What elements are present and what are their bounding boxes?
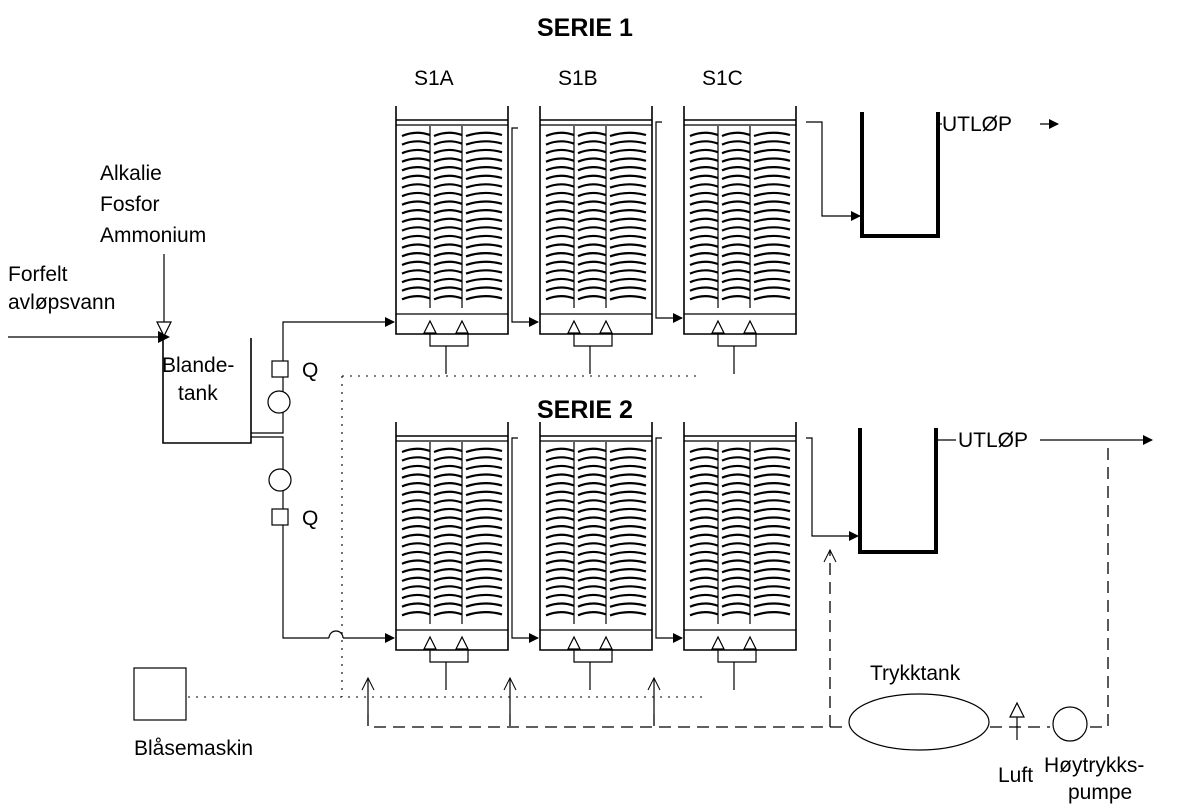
air-inlet-arrow: [1009, 701, 1025, 718]
inlet: Forfelt avløpsvann: [8, 263, 170, 343]
pressure-air-system: Trykktank Luft Høytrykks- pumpe: [361, 446, 1144, 804]
chemicals-line2: Fosfor: [100, 193, 160, 216]
pump-2: [268, 468, 292, 492]
transfer-pipes: [511, 121, 861, 643]
high-pressure-pump-line2: pumpe: [1068, 781, 1132, 804]
flow-meter-label-1: Q: [302, 359, 318, 382]
reactor-1b: [539, 106, 653, 374]
inlet-label-line2: avløpsvann: [8, 291, 115, 314]
flow-meter-box-2: [271, 508, 289, 526]
air-label: Luft: [998, 764, 1033, 787]
reactor-2c: [683, 422, 797, 690]
feed-piping: Q Q: [251, 317, 395, 643]
high-pressure-pump: [1052, 706, 1088, 742]
series-1-title: SERIE 1: [537, 14, 633, 42]
flow-meter-box-1: [271, 360, 289, 378]
pressure-tank: [848, 693, 990, 751]
inlet-label-line1: Forfelt: [8, 263, 68, 286]
chemicals-line3: Ammonium: [100, 224, 206, 247]
pump-1: [267, 390, 291, 414]
pressure-tank-label: Trykktank: [870, 662, 961, 685]
flow-meter-label-2: Q: [302, 507, 318, 530]
reactor-label-s1b: S1B: [558, 67, 598, 90]
reactor-2a: [395, 422, 509, 690]
dosing-arrow: [156, 321, 172, 338]
chemical-dosing: Alkalie Fosfor Ammonium: [100, 162, 206, 338]
reactor-label-s1c: S1C: [702, 67, 743, 90]
reactor-label-s1a: S1A: [414, 67, 454, 90]
aeration-blower-lines: [188, 375, 702, 698]
mixing-tank-line2: tank: [178, 382, 218, 405]
chemicals-line1: Alkalie: [100, 162, 162, 185]
reactor-2b: [539, 422, 653, 690]
mixing-tank: Blande- tank: [162, 338, 252, 444]
high-pressure-pump-line1: Høytrykks-: [1044, 754, 1144, 777]
clarifiers: UTLØP UTLØP: [858, 112, 1153, 554]
outlet-label-2: UTLØP: [958, 429, 1028, 452]
outlet-label-1: UTLØP: [942, 113, 1012, 136]
blower: Blåsemaskin: [133, 667, 253, 760]
series-2-title: SERIE 2: [537, 396, 633, 424]
reactor-1a: [395, 106, 509, 374]
reactor-1c: [683, 106, 797, 374]
blower-label: Blåsemaskin: [134, 737, 253, 760]
mixing-tank-line1: Blande-: [162, 354, 234, 377]
reactors: [395, 106, 797, 690]
